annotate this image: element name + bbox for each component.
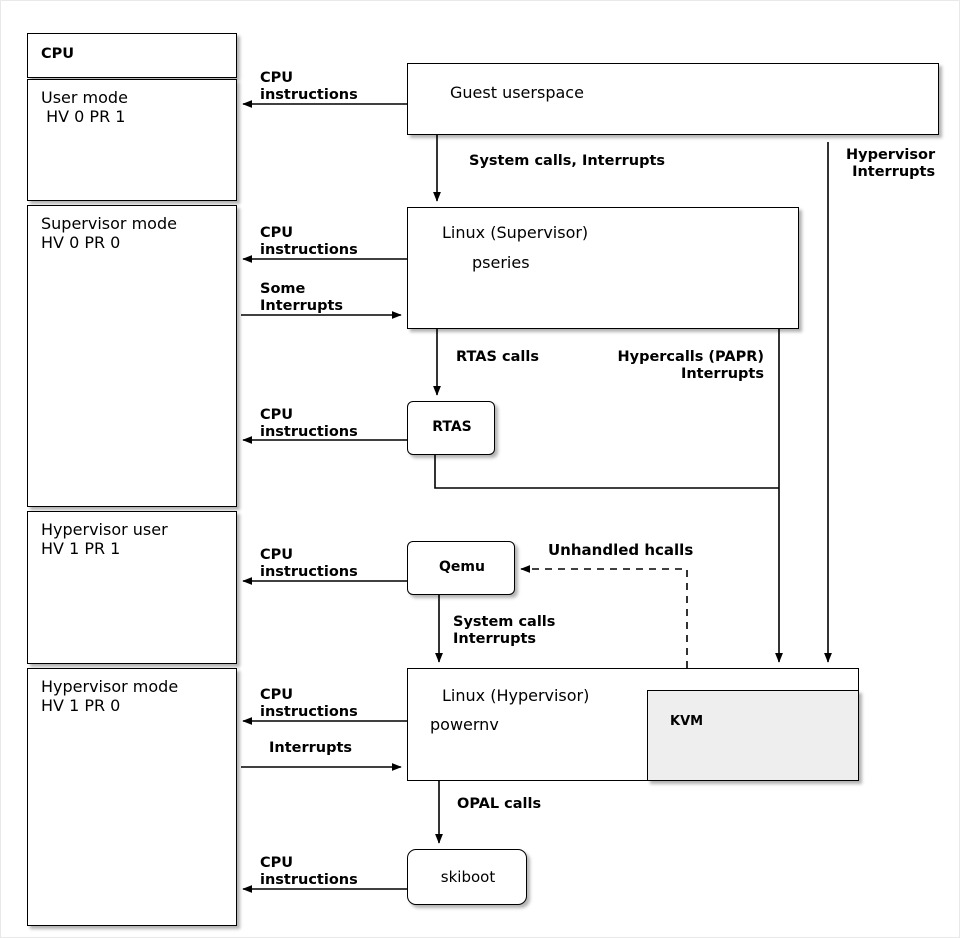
mode-box-hypervisor-user: Hypervisor user HV 1 PR 1 [27, 511, 237, 664]
edge-label-system-calls-interrupts: System calls, Interrupts [469, 153, 666, 169]
edge-label-cpu-instructions-6: CPU instructions [260, 855, 358, 889]
cpu-mode-box: CPU [27, 33, 237, 78]
component-box-guest-userspace: Guest userspace [407, 63, 939, 135]
linux-supervisor-label: Linux (Supervisor) [442, 223, 589, 242]
qemu-label: Qemu [439, 559, 485, 575]
cpu-mode-label: CPU [41, 46, 75, 62]
edge-label-unhandled-hcalls: Unhandled hcalls [548, 541, 694, 559]
linux-hypervisor-label: Linux (Hypervisor) [442, 686, 590, 705]
mode-box-user-mode: User mode HV 0 PR 1 [27, 79, 237, 201]
mode-box-hypervisor-mode: Hypervisor mode HV 1 PR 0 [27, 668, 237, 926]
edge-label-system-calls-interrupts-2: System calls Interrupts [453, 614, 556, 648]
mode-title-supervisor-mode: Supervisor mode [41, 214, 177, 233]
mode-sub-hypervisor-mode: HV 1 PR 0 [41, 696, 121, 715]
component-box-skiboot: skiboot [407, 849, 527, 905]
component-box-rtas: RTAS [407, 401, 495, 455]
edge-label-cpu-instructions-1: CPU instructions [260, 70, 358, 104]
mode-sub-hypervisor-user: HV 1 PR 1 [41, 539, 121, 558]
component-box-kvm: KVM [647, 690, 859, 781]
edge-label-cpu-instructions-5: CPU instructions [260, 687, 358, 721]
edge-label-interrupts: Interrupts [269, 740, 353, 756]
mode-title-user-mode: User mode [41, 88, 128, 107]
edge-label-cpu-instructions-2: CPU instructions [260, 225, 358, 259]
edge-label-cpu-instructions-4: CPU instructions [260, 547, 358, 581]
mode-title-hypervisor-user: Hypervisor user [41, 520, 168, 539]
guest-userspace-label: Guest userspace [450, 83, 584, 102]
edge-label-rtas-calls: RTAS calls [456, 349, 539, 365]
edge-label-cpu-instructions-3: CPU instructions [260, 407, 358, 441]
mode-sub-user-mode: HV 0 PR 1 [41, 107, 126, 126]
linux-hypervisor-sublabel: powernv [430, 715, 499, 734]
mode-box-supervisor-mode: Supervisor mode HV 0 PR 0 [27, 205, 237, 507]
mode-sub-supervisor-mode: HV 0 PR 0 [41, 233, 121, 252]
edge-label-hypercalls-papr: Hypercalls (PAPR) Interrupts [617, 349, 764, 383]
component-box-linux-supervisor: Linux (Supervisor) pseries [407, 207, 799, 329]
edge-label-opal-calls: OPAL calls [457, 796, 542, 812]
edge-label-hypervisor-interrupts: Hypervisor Interrupts [846, 147, 936, 181]
kvm-label: KVM [670, 714, 704, 729]
mode-title-hypervisor-mode: Hypervisor mode [41, 677, 179, 696]
component-box-qemu: Qemu [407, 541, 515, 595]
edge-label-some-interrupts: Some Interrupts [260, 281, 344, 315]
linux-supervisor-sublabel: pseries [472, 253, 530, 272]
rtas-label: RTAS [432, 419, 472, 435]
skiboot-label: skiboot [440, 868, 496, 886]
